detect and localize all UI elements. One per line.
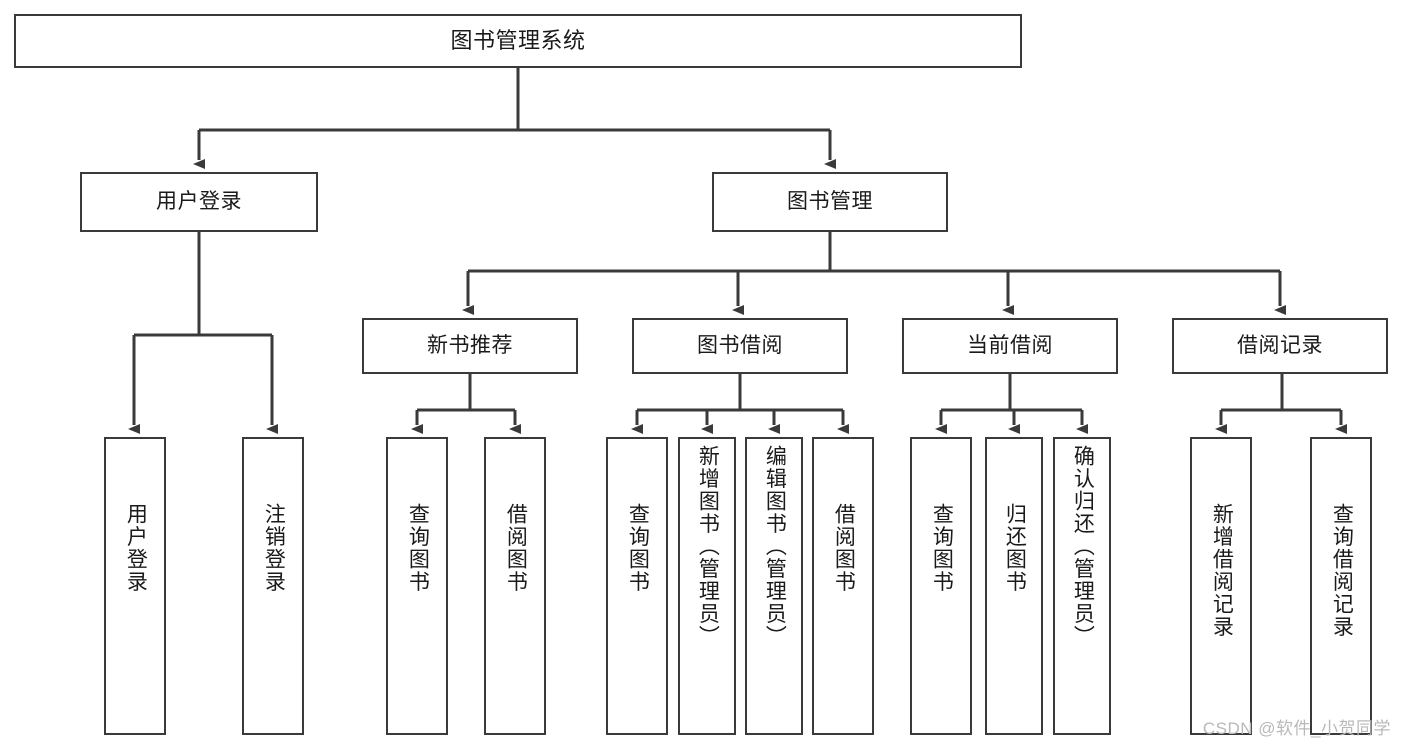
csdn-watermark: CSDN @软件_小贺同学: [1202, 719, 1391, 738]
node-leaf-add-record-label: 新增借阅记录: [1210, 503, 1234, 638]
node-current-borrow-label: 当前借阅: [967, 333, 1053, 357]
node-root-label: 图书管理系统: [450, 28, 586, 54]
node-leaf-query-record[interactable]: 查询借阅记录: [1310, 437, 1372, 735]
node-leaf-edit-book-label: 编辑图书（管理员）: [763, 445, 787, 648]
node-leaf-borrow-book-1-label: 借阅图书: [504, 503, 528, 593]
node-leaf-borrow-book-2-label: 借阅图书: [832, 503, 856, 593]
node-leaf-query-record-label: 查询借阅记录: [1330, 503, 1354, 638]
node-root[interactable]: 图书管理系统: [14, 14, 1022, 68]
node-user-login-label: 用户登录: [156, 189, 242, 213]
node-user-login[interactable]: 用户登录: [80, 172, 318, 232]
node-leaf-query-book-2[interactable]: 查询图书: [606, 437, 668, 735]
node-leaf-borrow-book-2[interactable]: 借阅图书: [812, 437, 874, 735]
node-leaf-add-record[interactable]: 新增借阅记录: [1190, 437, 1252, 735]
node-leaf-return-book-label: 归还图书: [1003, 503, 1027, 593]
node-leaf-borrow-book-1[interactable]: 借阅图书: [484, 437, 546, 735]
node-leaf-add-book-label: 新增图书（管理员）: [696, 445, 720, 648]
node-borrow-records[interactable]: 借阅记录: [1172, 318, 1388, 374]
node-book-management[interactable]: 图书管理: [712, 172, 948, 232]
node-leaf-user-login-label: 用户登录: [124, 503, 148, 593]
node-leaf-return-book[interactable]: 归还图书: [985, 437, 1043, 735]
node-book-management-label: 图书管理: [787, 189, 873, 213]
node-leaf-user-login[interactable]: 用户登录: [104, 437, 166, 735]
node-leaf-query-book-3-label: 查询图书: [930, 503, 954, 593]
node-leaf-query-book-1-label: 查询图书: [406, 503, 430, 593]
node-leaf-edit-book[interactable]: 编辑图书（管理员）: [745, 437, 803, 735]
node-book-borrow-label: 图书借阅: [697, 333, 783, 357]
node-leaf-query-book-1[interactable]: 查询图书: [386, 437, 448, 735]
node-new-book-recommend-label: 新书推荐: [427, 333, 513, 357]
node-book-borrow[interactable]: 图书借阅: [632, 318, 848, 374]
node-borrow-records-label: 借阅记录: [1237, 333, 1323, 357]
node-leaf-logout-label: 注销登录: [262, 503, 286, 593]
node-leaf-query-book-3[interactable]: 查询图书: [910, 437, 972, 735]
node-current-borrow[interactable]: 当前借阅: [902, 318, 1118, 374]
node-leaf-query-book-2-label: 查询图书: [626, 503, 650, 593]
node-new-book-recommend[interactable]: 新书推荐: [362, 318, 578, 374]
node-leaf-add-book[interactable]: 新增图书（管理员）: [678, 437, 736, 735]
node-leaf-confirm-return-label: 确认归还（管理员）: [1071, 445, 1095, 648]
node-leaf-logout[interactable]: 注销登录: [242, 437, 304, 735]
node-leaf-confirm-return[interactable]: 确认归还（管理员）: [1053, 437, 1111, 735]
